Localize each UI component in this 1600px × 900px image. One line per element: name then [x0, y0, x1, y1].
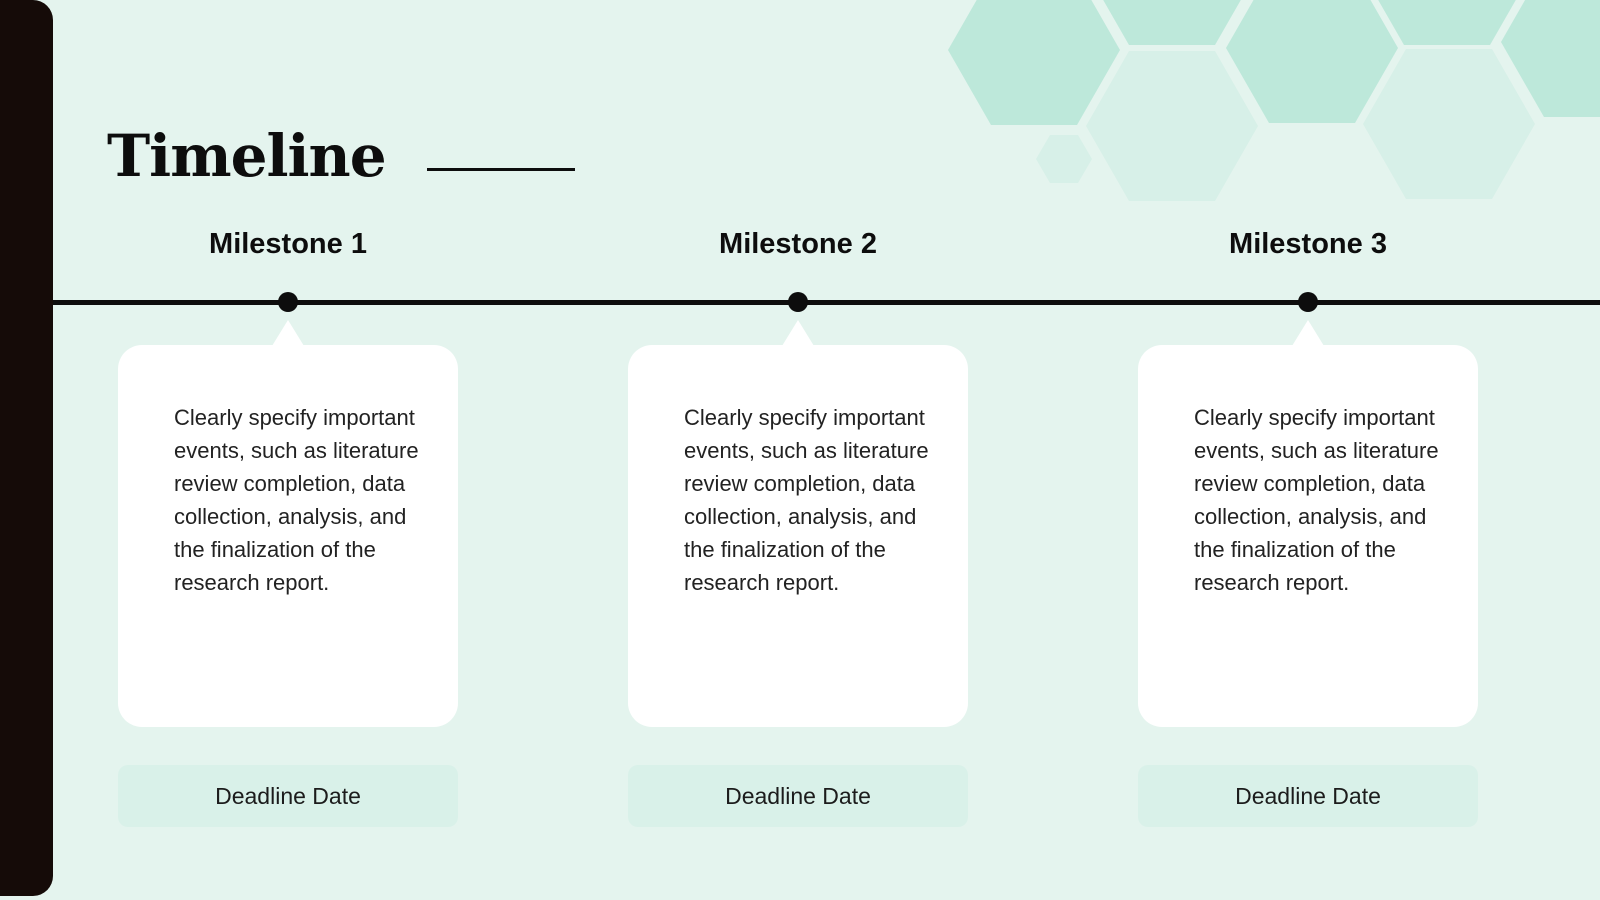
timeline-dot	[788, 292, 808, 312]
milestone-2-label: Milestone 2	[719, 228, 877, 260]
page-title: Timeline	[107, 122, 387, 190]
milestone-1-card: Clearly specify important events, such a…	[118, 345, 458, 727]
card-pointer-arrow	[1292, 320, 1324, 346]
milestone-2-card: Clearly specify important events, such a…	[628, 345, 968, 727]
card-pointer-arrow	[782, 320, 814, 346]
milestone-3-deadline-badge: Deadline Date	[1138, 765, 1478, 827]
milestone-2-description: Clearly specify important events, such a…	[684, 405, 929, 595]
left-accent-bar	[0, 0, 53, 896]
milestone-3-card: Clearly specify important events, such a…	[1138, 345, 1478, 727]
milestone-column-1: Milestone 1 Clearly specify important ev…	[118, 0, 458, 900]
title-divider-line	[427, 168, 575, 171]
milestone-3-label: Milestone 3	[1229, 228, 1387, 260]
milestone-column-3: Milestone 3 Clearly specify important ev…	[1138, 0, 1478, 900]
card-pointer-arrow	[272, 320, 304, 346]
timeline-dot	[278, 292, 298, 312]
milestone-1-label: Milestone 1	[209, 228, 367, 260]
timeline-dot	[1298, 292, 1318, 312]
hexagon-icon	[948, 0, 1120, 125]
milestone-1-description: Clearly specify important events, such a…	[174, 405, 419, 595]
milestone-2-deadline-badge: Deadline Date	[628, 765, 968, 827]
hexagon-icon	[1036, 135, 1092, 183]
milestone-3-description: Clearly specify important events, such a…	[1194, 405, 1439, 595]
milestone-column-2: Milestone 2 Clearly specify important ev…	[628, 0, 968, 900]
milestone-1-deadline-badge: Deadline Date	[118, 765, 458, 827]
